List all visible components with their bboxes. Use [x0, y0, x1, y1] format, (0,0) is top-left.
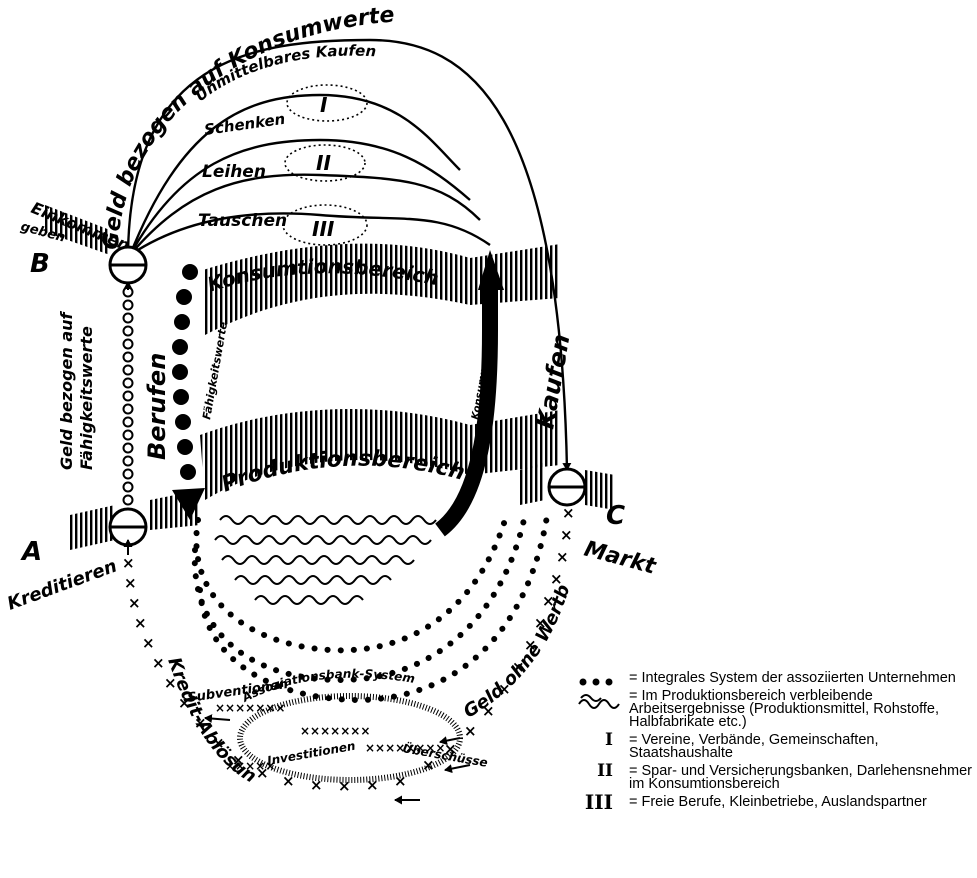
- roman-one-icon: I: [575, 734, 625, 760]
- geld-faehigkeit-label-1: Geld bezogen auf: [57, 310, 76, 470]
- geld-faehigkeit-label-2: Fähigkeitswerte: [77, 326, 96, 470]
- svg-text:×: ×: [124, 574, 137, 592]
- legend-text: = Integrales System der assoziierten Unt…: [629, 672, 975, 685]
- node-b: [110, 247, 146, 283]
- squiggle-icon: [575, 690, 625, 716]
- legend-text: = Vereine, Verbände, Gemeinschaften, Sta…: [629, 734, 975, 760]
- svg-text:×××××××: ×××××××: [215, 701, 285, 715]
- point-b-label: B: [30, 249, 50, 279]
- roman-two-icon: II: [575, 765, 625, 791]
- svg-text:×: ×: [310, 776, 323, 794]
- markt-label: Markt: [581, 537, 659, 580]
- investitionen-label: Investitionen: [266, 739, 356, 768]
- roman-two-label: II: [316, 151, 331, 175]
- svg-text:×: ×: [128, 594, 141, 612]
- legend-row-three: III = Freie Berufe, Kleinbetriebe, Ausla…: [575, 796, 975, 809]
- leihen-label: Leihen: [202, 162, 266, 182]
- legend-row-one: I = Vereine, Verbände, Gemeinschaften, S…: [575, 734, 975, 760]
- svg-text:×: ×: [562, 504, 575, 522]
- svg-text:×: ×: [282, 772, 295, 790]
- svg-text:×: ×: [152, 654, 165, 672]
- svg-text:×××××××: ×××××××: [300, 724, 370, 738]
- faehigkeitswerte-label: Fähigkeitswerte: [200, 320, 230, 420]
- legend-row-squiggle: = Im Produktionsbereich verbleibende Arb…: [575, 690, 975, 729]
- unmittelbar-label: Unmittelbares Kaufen: [192, 42, 377, 105]
- svg-text:×: ×: [560, 526, 573, 544]
- tauschen-label: Tauschen: [198, 211, 287, 231]
- legend-text: = Spar- und Versicherungsbanken, Darlehe…: [629, 765, 975, 791]
- legend-text: = Freie Berufe, Kleinbetriebe, Auslandsp…: [629, 796, 975, 809]
- legend-row-dots: = Integrales System der assoziierten Unt…: [575, 672, 975, 685]
- legend-row-two: II = Spar- und Versicherungsbanken, Darl…: [575, 765, 975, 791]
- svg-text:×: ×: [556, 548, 569, 566]
- ability-money-column: [124, 288, 133, 505]
- roman-three-label: III: [312, 217, 335, 241]
- svg-text:×: ×: [122, 554, 135, 572]
- svg-text:×: ×: [142, 634, 155, 652]
- svg-text:×: ×: [394, 772, 407, 790]
- schenken-label: Schenken: [203, 110, 286, 139]
- point-c-label: C: [606, 501, 625, 531]
- kaufen-label: Kaufen: [531, 332, 575, 431]
- svg-text:×: ×: [464, 722, 477, 740]
- node-a: [110, 509, 146, 545]
- node-c: [549, 469, 585, 505]
- legend-text: = Im Produktionsbereich verbleibende Arb…: [629, 690, 975, 729]
- legend: = Integrales System der assoziierten Unt…: [575, 672, 975, 814]
- roman-one-label: I: [320, 93, 328, 117]
- production-results: [215, 516, 436, 604]
- roman-three-icon: III: [575, 796, 625, 822]
- berufen-label: Berufen: [143, 353, 171, 460]
- point-a-label: A: [20, 537, 42, 567]
- subvention-x-chain: ××××××× ××××× ××××××× ××××××××: [215, 701, 445, 773]
- ability-dots-column: [172, 264, 205, 520]
- svg-text:×: ×: [134, 614, 147, 632]
